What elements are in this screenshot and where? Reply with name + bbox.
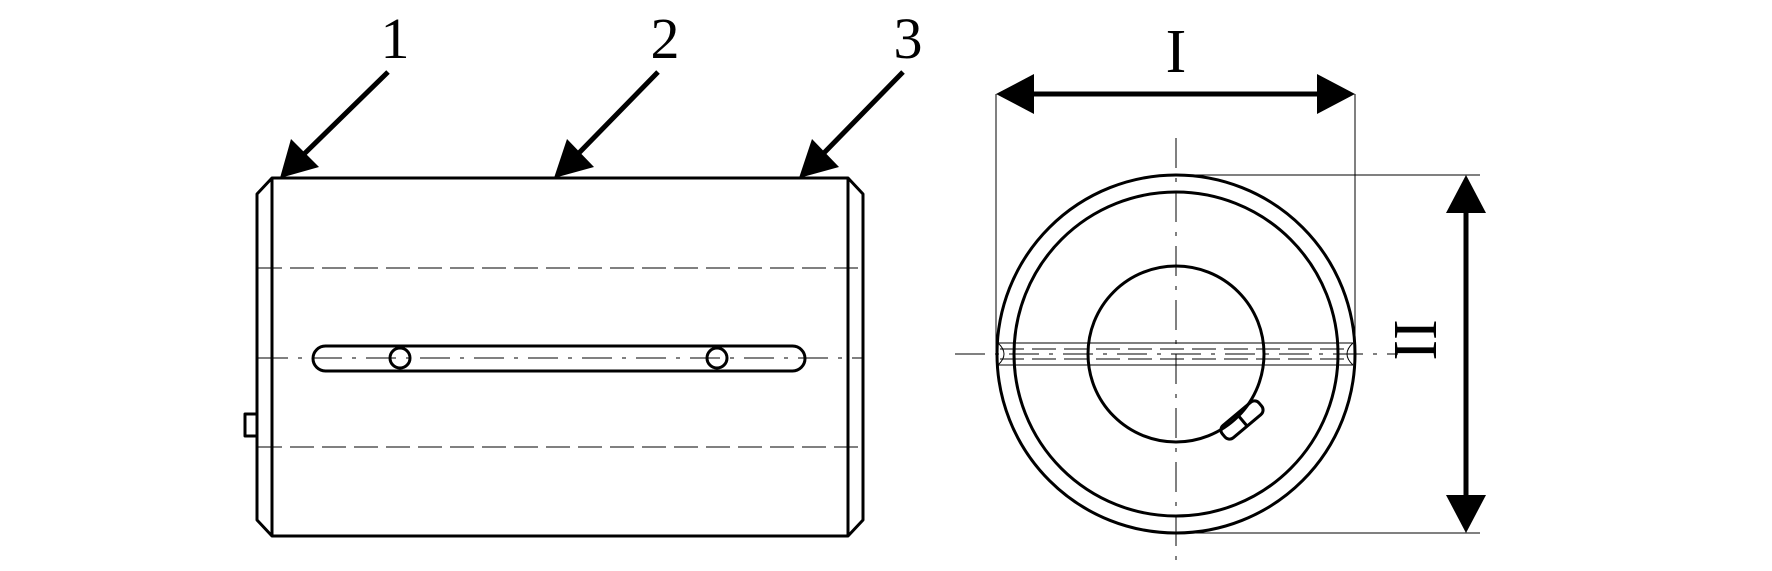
callout-2: 2: [554, 6, 680, 178]
retaining-clip-divider: [1235, 412, 1249, 428]
dimension-i-arrowhead-left: [996, 74, 1034, 114]
dimension-i-label: I: [1166, 18, 1187, 86]
slot-boss-left: [388, 346, 412, 370]
side-view: [243, 176, 865, 538]
slot: [311, 344, 807, 373]
callout-1-label: 1: [381, 6, 410, 71]
groove-arc-left: [997, 342, 1005, 366]
dimension-i: I: [996, 18, 1355, 114]
callout-2-leader: [574, 70, 660, 158]
bearing-body-outline: [255, 176, 865, 538]
callout-2-label: 2: [651, 6, 680, 71]
side-tab: [243, 412, 259, 438]
dimension-ii: II: [1382, 175, 1486, 533]
callout-3-arrowhead: [799, 139, 839, 178]
dimension-ii-arrowhead-bottom: [1446, 495, 1486, 533]
callout-3-leader: [819, 70, 905, 158]
callout-1: 1: [280, 6, 410, 178]
dimension-ii-arrowhead-top: [1446, 175, 1486, 213]
groove-arc-right: [1346, 342, 1354, 366]
dimension-ii-label: II: [1382, 319, 1450, 360]
callout-1-leader: [298, 70, 390, 160]
callout-1-arrowhead: [280, 139, 319, 178]
callout-2-arrowhead: [554, 139, 594, 178]
retaining-clip-body: [1219, 399, 1265, 441]
callout-3: 3: [799, 6, 923, 178]
retaining-clip: [1219, 399, 1265, 441]
outer-circle: [995, 173, 1357, 535]
bore-circle: [1086, 264, 1266, 444]
dimension-i-arrowhead-right: [1317, 74, 1355, 114]
ring-circle: [1012, 190, 1340, 518]
callout-3-label: 3: [894, 6, 923, 71]
slot-boss-right: [705, 346, 729, 370]
front-view: [955, 94, 1480, 566]
